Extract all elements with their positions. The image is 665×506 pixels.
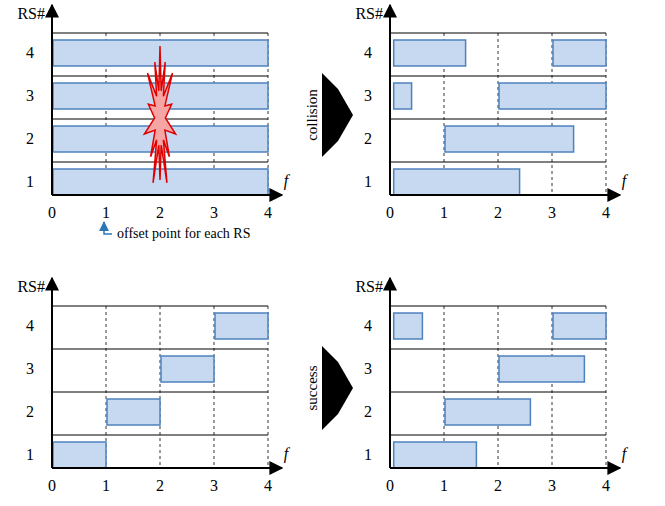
tick-label: 1 bbox=[440, 478, 448, 494]
y-axis bbox=[51, 278, 53, 468]
chart-panel bbox=[390, 5, 620, 195]
grid-line bbox=[498, 306, 499, 468]
resource-bar bbox=[394, 40, 466, 66]
tick-label: 2 bbox=[26, 131, 34, 147]
collision-burst bbox=[144, 46, 175, 183]
x-axis bbox=[52, 194, 282, 196]
tick-label: 4 bbox=[264, 205, 272, 221]
chart-panel bbox=[52, 5, 282, 195]
tick-label: 2 bbox=[156, 478, 164, 494]
resource-bar bbox=[553, 40, 606, 66]
resource-bar bbox=[445, 399, 530, 425]
tick-label: 2 bbox=[364, 404, 372, 420]
axis-title: f bbox=[622, 173, 626, 189]
tick-label: 4 bbox=[602, 478, 610, 494]
tick-label: 2 bbox=[494, 478, 502, 494]
tick-label: 0 bbox=[386, 478, 394, 494]
tick-label: 4 bbox=[364, 318, 372, 334]
tick-label: 2 bbox=[156, 205, 164, 221]
arrow-label: collision bbox=[305, 89, 320, 141]
y-axis bbox=[389, 278, 391, 468]
tick-label: 1 bbox=[102, 478, 110, 494]
tick-label: 1 bbox=[26, 174, 34, 190]
tick-label: 2 bbox=[26, 404, 34, 420]
axis-title: f bbox=[284, 446, 288, 462]
x-axis bbox=[52, 467, 282, 469]
axis-title: RS# bbox=[355, 6, 383, 22]
tick-label: 4 bbox=[26, 45, 34, 61]
grid-line bbox=[160, 306, 161, 468]
axis-title: RS# bbox=[355, 279, 383, 295]
resource-bar bbox=[394, 169, 520, 195]
axis-title: f bbox=[622, 446, 626, 462]
tick-label: 1 bbox=[364, 447, 372, 463]
resource-bar bbox=[53, 442, 106, 468]
tick-label: 4 bbox=[364, 45, 372, 61]
tick-label: 3 bbox=[26, 88, 34, 104]
axis-title: f bbox=[284, 173, 288, 189]
resource-bar bbox=[215, 313, 268, 339]
arrow-label: success bbox=[305, 366, 320, 411]
tick-label: 3 bbox=[364, 88, 372, 104]
tick-label: 2 bbox=[364, 131, 372, 147]
tick-label: 3 bbox=[364, 361, 372, 377]
resource-bar bbox=[394, 313, 423, 339]
tick-label: 3 bbox=[210, 205, 218, 221]
tick-label: 1 bbox=[364, 174, 372, 190]
block-arrow bbox=[322, 73, 353, 157]
resource-bar bbox=[445, 126, 574, 152]
y-axis bbox=[51, 5, 53, 195]
tick-label: 3 bbox=[210, 478, 218, 494]
tick-label: 0 bbox=[386, 205, 394, 221]
tick-label: 4 bbox=[264, 478, 272, 494]
axis-title: RS# bbox=[17, 6, 45, 22]
tick-label: 3 bbox=[548, 478, 556, 494]
y-axis bbox=[389, 5, 391, 195]
annotation: offset point for each RS bbox=[117, 227, 251, 241]
x-axis bbox=[390, 194, 620, 196]
tick-label: 3 bbox=[548, 205, 556, 221]
chart-panel bbox=[52, 278, 282, 468]
resource-bar bbox=[394, 83, 412, 109]
tick-label: 0 bbox=[48, 205, 56, 221]
resource-bar bbox=[394, 442, 477, 468]
tick-label: 4 bbox=[602, 205, 610, 221]
tick-label: 1 bbox=[26, 447, 34, 463]
resource-bar bbox=[161, 356, 214, 382]
x-axis bbox=[390, 467, 620, 469]
tick-label: 0 bbox=[48, 478, 56, 494]
resource-bar bbox=[553, 313, 606, 339]
resource-bar bbox=[107, 399, 160, 425]
tick-label: 1 bbox=[102, 205, 110, 221]
resource-bar bbox=[499, 83, 606, 109]
tick-label: 2 bbox=[494, 205, 502, 221]
leader-line bbox=[104, 222, 112, 234]
block-arrow bbox=[322, 346, 353, 430]
tick-label: 3 bbox=[26, 361, 34, 377]
resource-bar bbox=[499, 356, 584, 382]
tick-label: 4 bbox=[26, 318, 34, 334]
tick-label: 1 bbox=[440, 205, 448, 221]
chart-panel bbox=[390, 278, 620, 468]
axis-title: RS# bbox=[17, 279, 45, 295]
